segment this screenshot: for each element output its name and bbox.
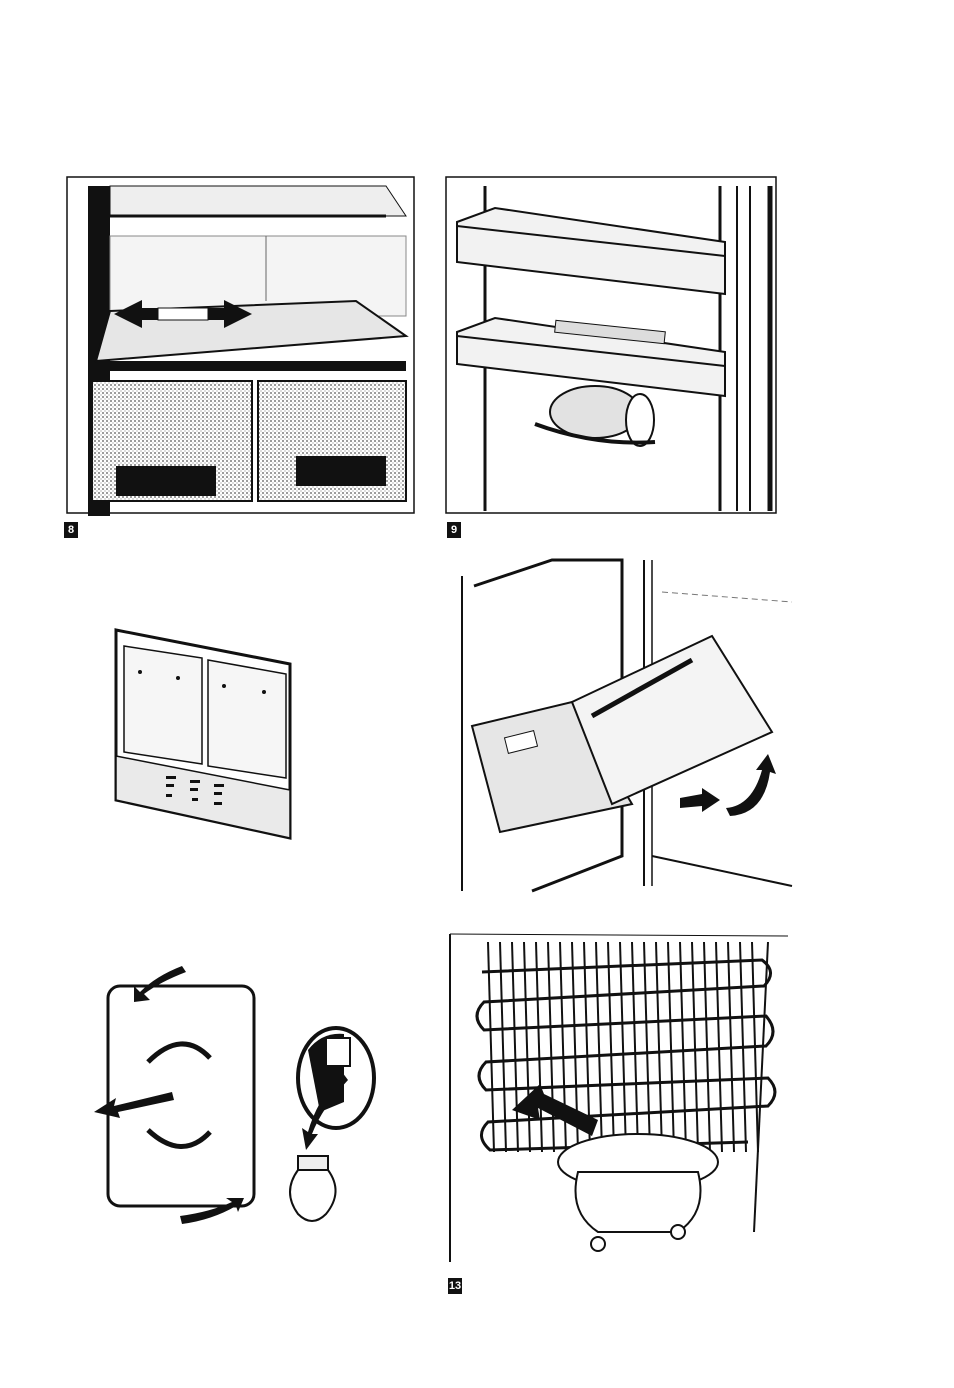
figure-8-shelf-adjust: 8: [66, 176, 416, 516]
arrow-lift-icon: [726, 754, 776, 816]
compressor-icon: [576, 1172, 701, 1232]
figure-13-condenser: 13: [448, 932, 793, 1267]
figure-8-number: 8: [64, 522, 78, 538]
bulb-replacement-illustration: [86, 962, 386, 1234]
figure-13-number: 13: [448, 1278, 462, 1294]
figure-8-illustration: [66, 176, 416, 516]
arrow-pull-icon: [680, 788, 720, 812]
control-panel-illustration: [110, 628, 300, 843]
drawer-removal-illustration: [452, 556, 797, 896]
arrow-pointer-icon: [512, 1084, 598, 1136]
bulb-replacement-figure: [86, 962, 386, 1234]
control-panel-figure: [110, 628, 300, 843]
figure-9-door-shelves: 9: [445, 176, 780, 516]
light-bulb-icon: [290, 1170, 336, 1221]
figure-9-illustration: [445, 176, 780, 516]
figure-9-number: 9: [447, 522, 461, 538]
drawer-removal-figure: [452, 556, 797, 896]
figure-13-illustration: [448, 932, 793, 1267]
